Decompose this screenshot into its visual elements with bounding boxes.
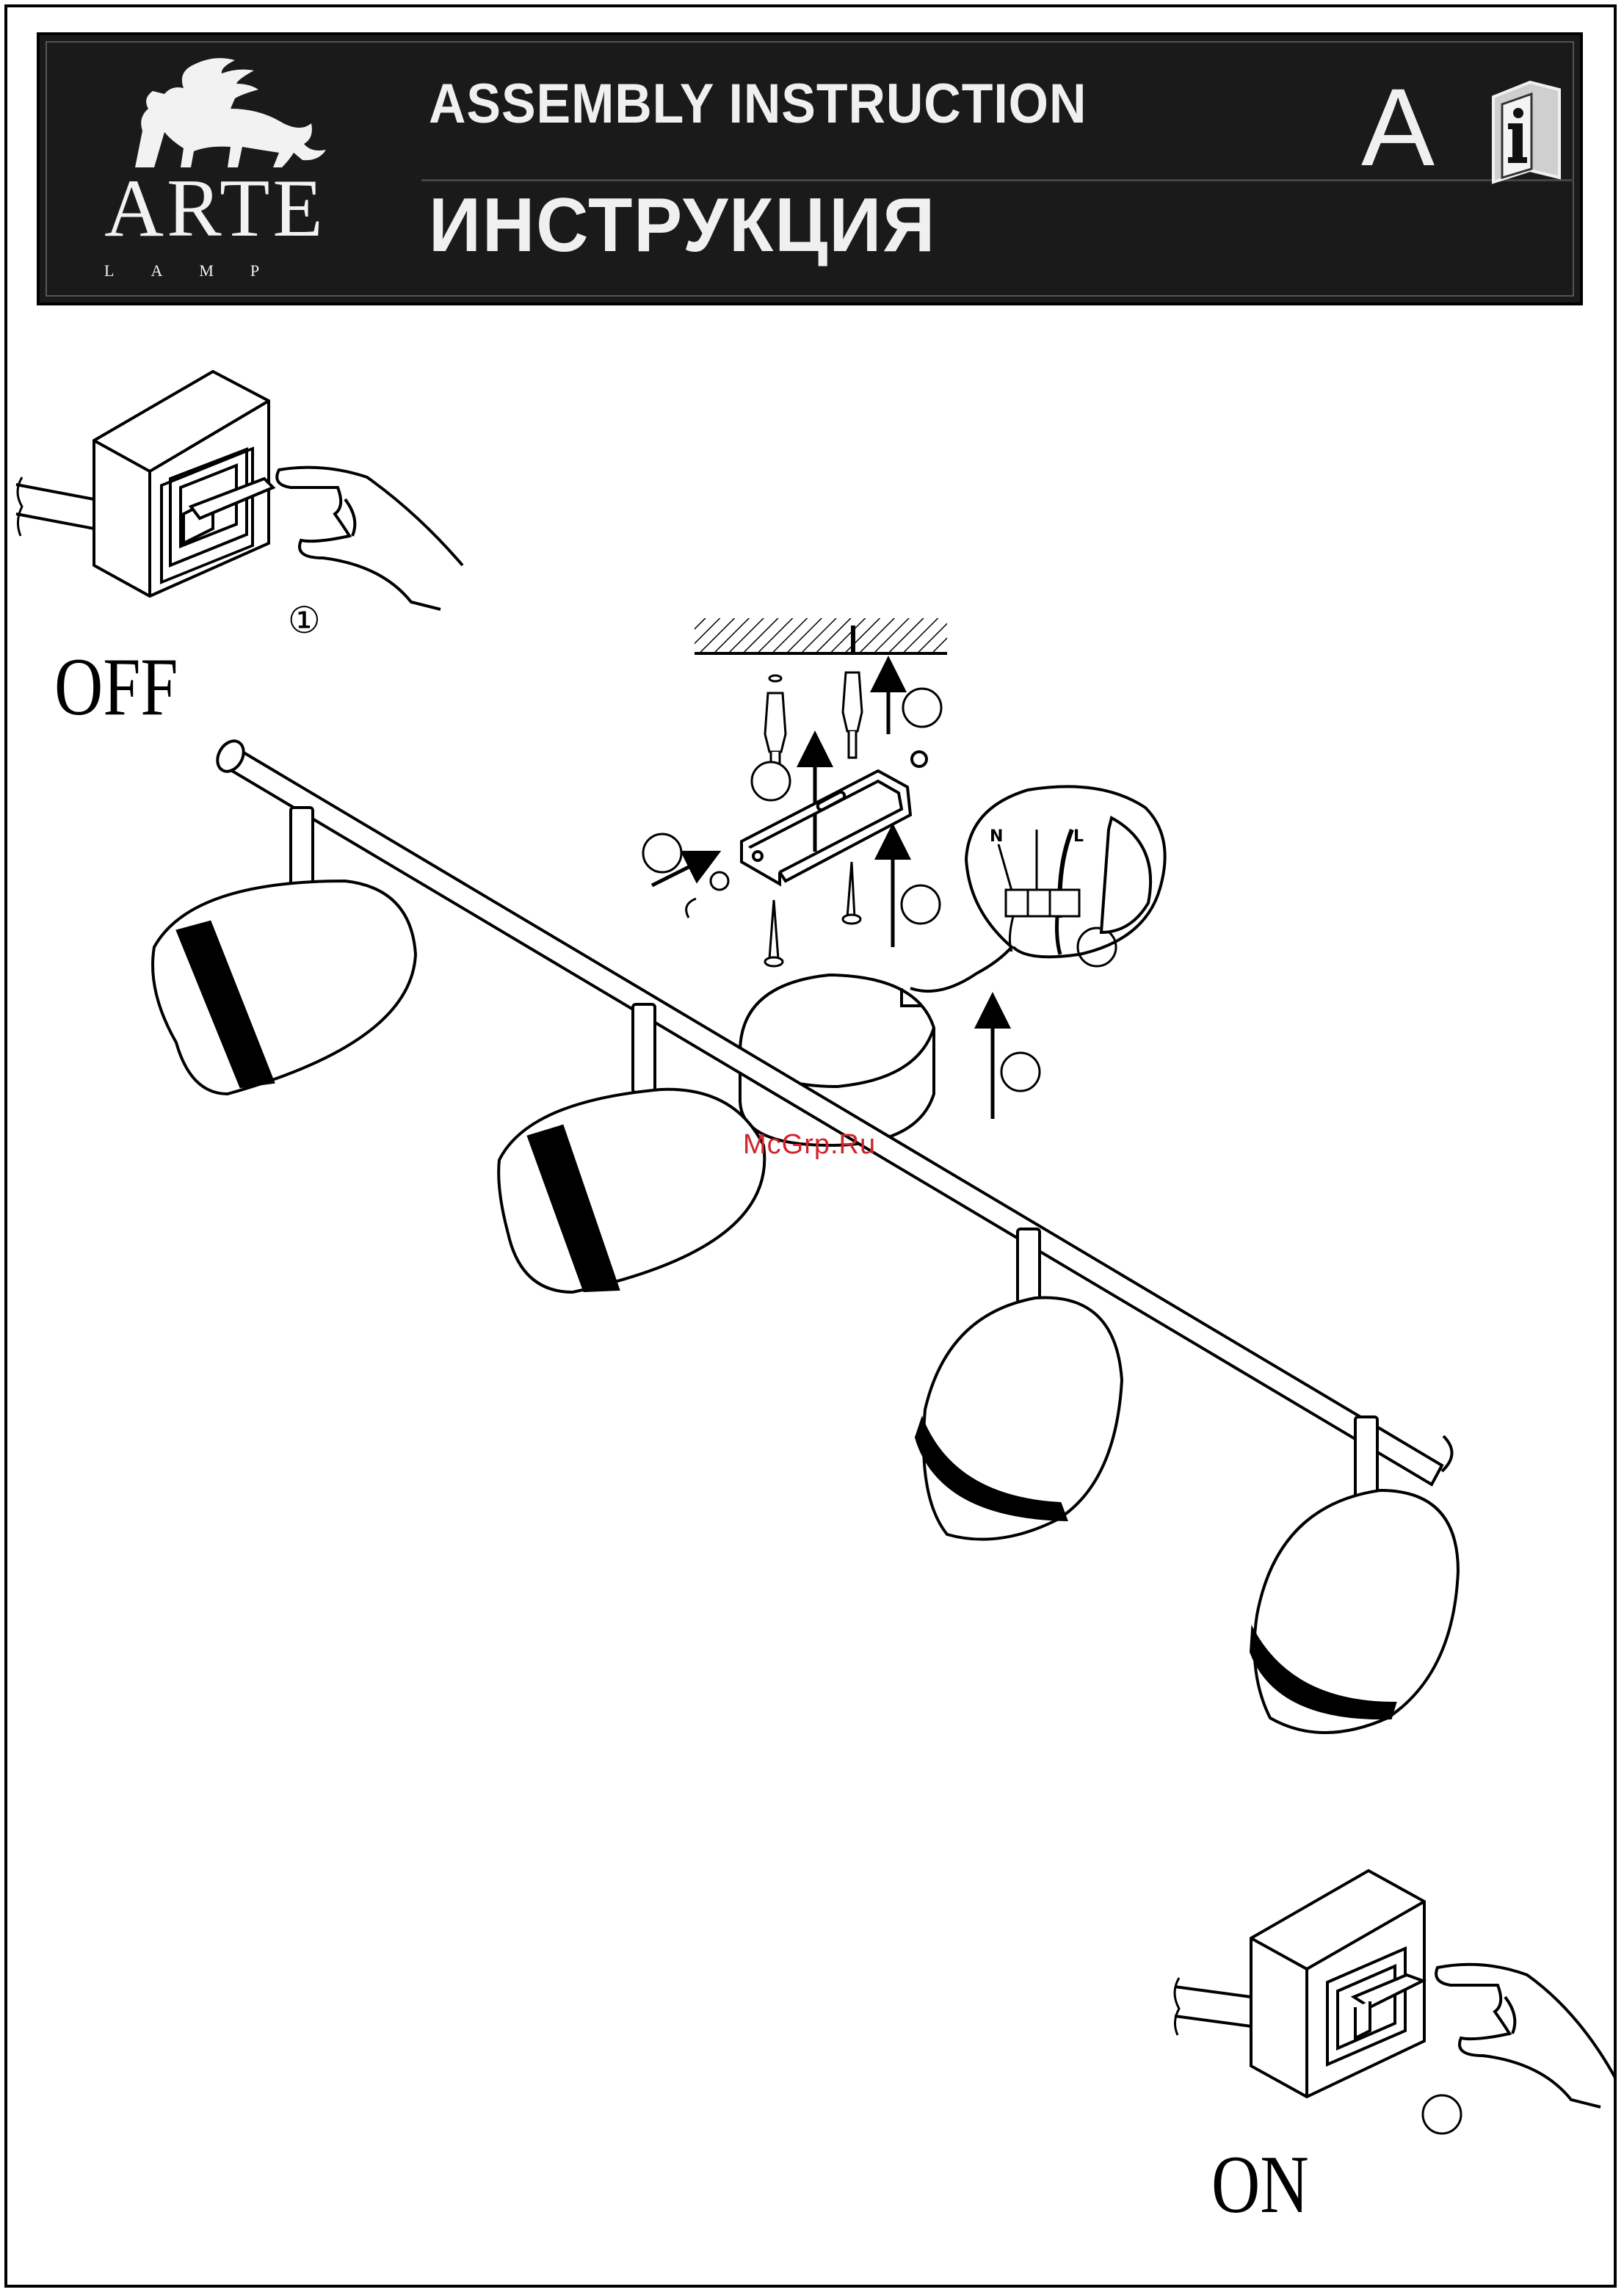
light-switch-off <box>16 371 273 596</box>
wiring-label-neutral: N <box>990 827 1003 846</box>
hand-icon <box>277 468 463 609</box>
wiring-label-live: L <box>1073 827 1084 846</box>
hand-icon <box>1436 1965 1615 2107</box>
step-1-number: ① <box>288 599 321 642</box>
light-switch-on <box>1175 1871 1424 2097</box>
ceiling-surface <box>695 618 947 655</box>
off-label: OFF <box>54 646 178 728</box>
watermark: McGrp.Ru <box>743 1131 876 1159</box>
wiring-callout <box>910 786 1165 991</box>
on-label: ON <box>1211 2144 1309 2226</box>
